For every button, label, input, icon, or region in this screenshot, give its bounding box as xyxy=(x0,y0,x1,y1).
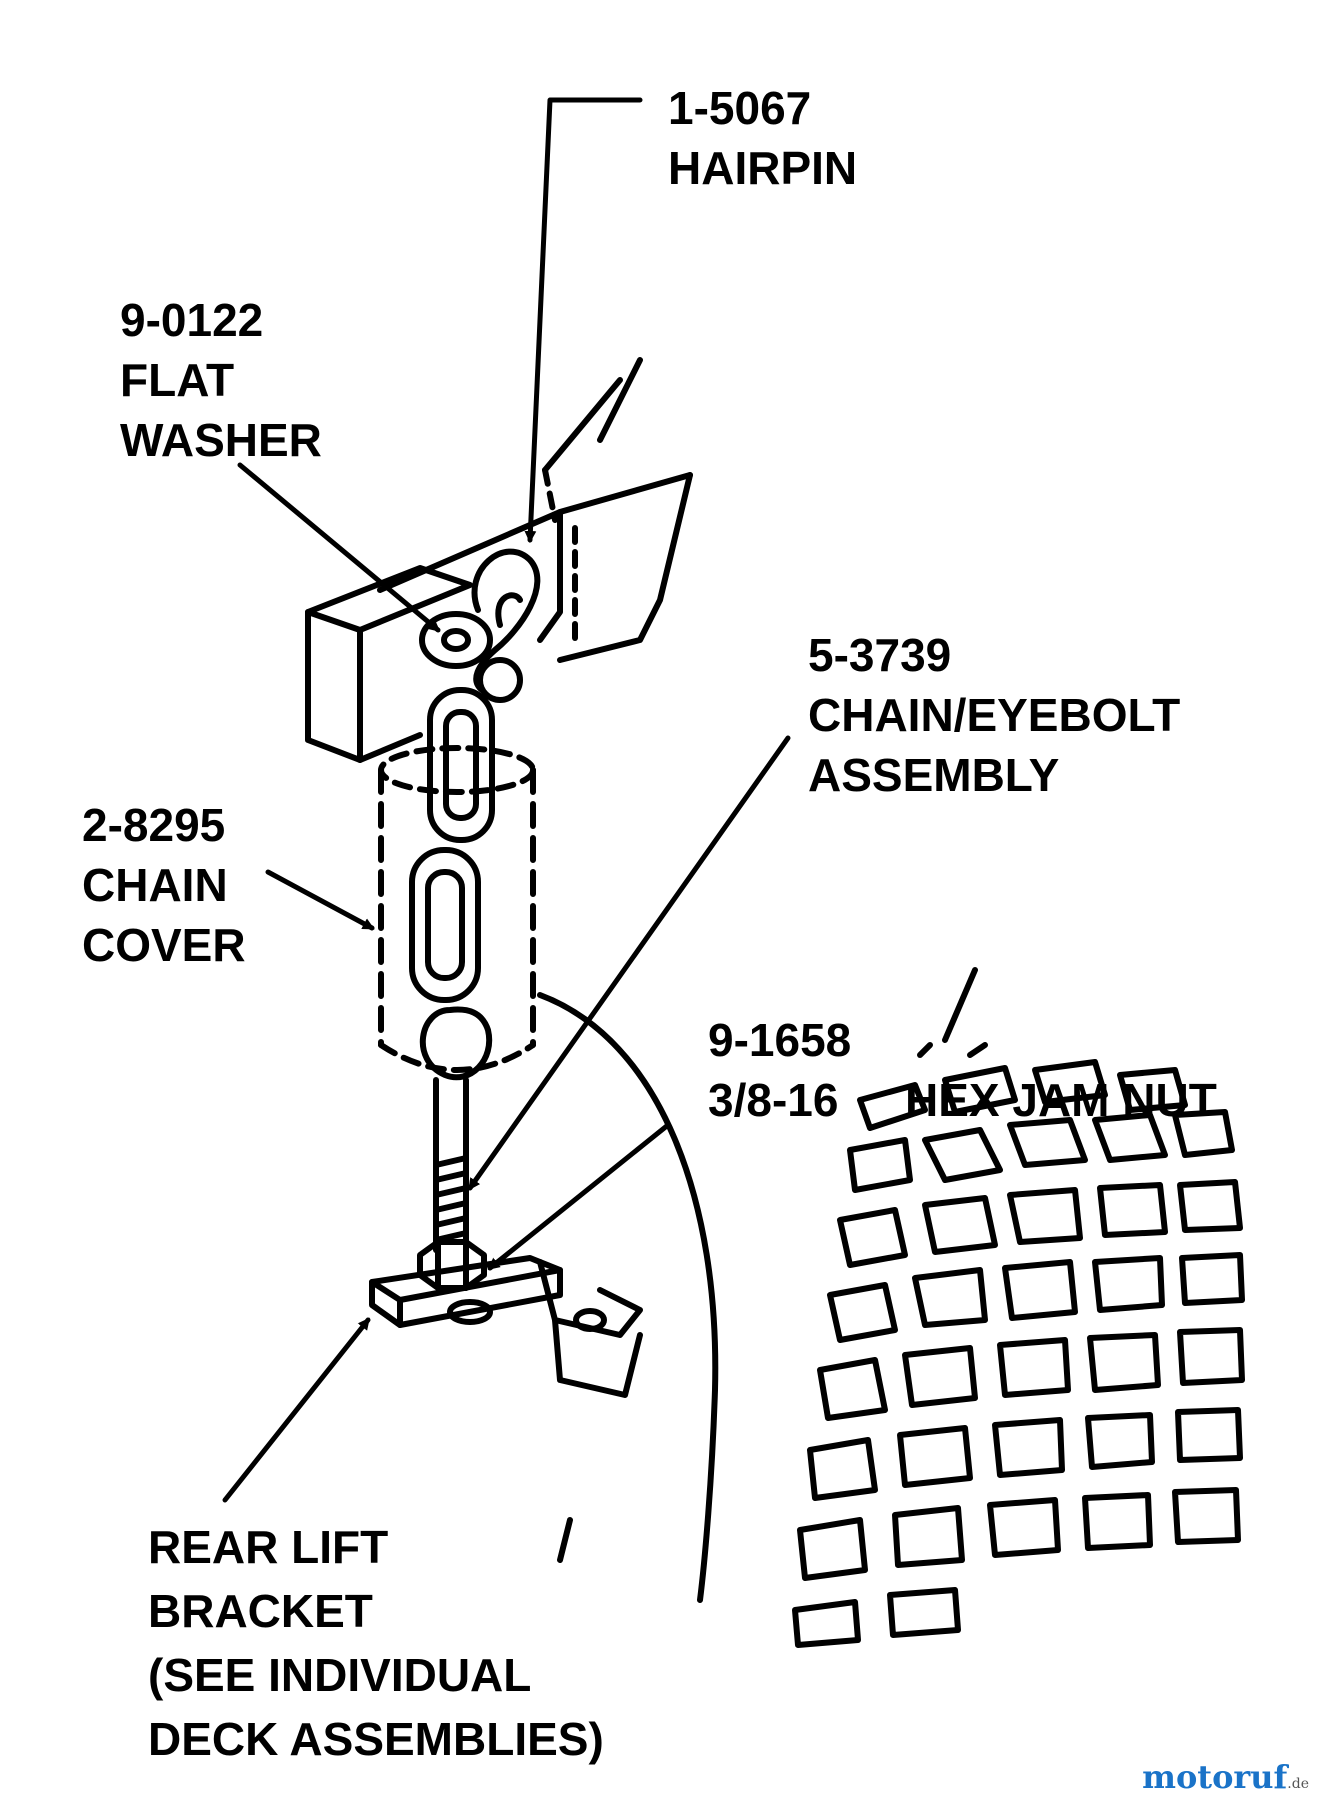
flat-washer-leader xyxy=(237,462,441,633)
hex-jam-nut-leader xyxy=(487,1122,671,1271)
hairpin-part-name: HAIRPIN xyxy=(668,142,858,194)
leader-lines xyxy=(222,97,791,1503)
chain-eyebolt-name-line1: CHAIN/EYEBOLT xyxy=(808,689,1181,741)
label-rear-lift-bracket: REAR LIFT BRACKET (SEE INDIVIDUAL DECK A… xyxy=(148,1515,604,1771)
chain-eyebolt-leader xyxy=(467,735,791,1191)
chain-eyebolt-name-line2: ASSEMBLY xyxy=(808,749,1060,801)
hairpin-part xyxy=(471,548,541,693)
chain-cover-name-line1: CHAIN xyxy=(82,859,228,911)
eyebolt-shank xyxy=(433,1077,469,1253)
flat-washer-part-number: 9-0122 xyxy=(120,294,264,346)
chain-links xyxy=(409,687,495,1081)
label-hex-jam-nut-name: HEX JAM NUT xyxy=(905,1070,1217,1130)
watermark-suffix: .de xyxy=(1287,1776,1309,1792)
hairpin-part-number: 1-5067 xyxy=(668,82,812,134)
flat-washer-name-line1: FLAT xyxy=(120,354,235,406)
label-hairpin: 1-5067 HAIRPIN xyxy=(668,78,857,198)
chain-eyebolt-part-number: 5-3739 xyxy=(808,629,952,681)
chain-cover-part-number: 2-8295 xyxy=(82,799,226,851)
label-hex-jam-nut-part: 9-1658 3/8-16 xyxy=(708,1010,851,1130)
watermark-logo: motoruf.de xyxy=(1142,1758,1309,1796)
deck-frame xyxy=(377,357,693,663)
rear-lift-bracket-leader xyxy=(222,1317,371,1503)
label-chain-cover: 2-8295 CHAIN COVER xyxy=(82,795,246,975)
rear-lift-bracket-line4: DECK ASSEMBLIES) xyxy=(148,1713,604,1765)
flat-washer-name-line2: WASHER xyxy=(120,414,322,466)
deck-curve xyxy=(537,992,719,1603)
chain-cover-part xyxy=(378,745,536,1073)
rear-lift-bracket-line2: BRACKET xyxy=(148,1585,373,1637)
rear-lift-bracket-part xyxy=(369,1255,643,1398)
watermark-text: motoruf xyxy=(1142,1758,1288,1796)
label-chain-eyebolt: 5-3739 CHAIN/EYEBOLT ASSEMBLY xyxy=(808,625,1180,805)
hex-jam-nut-part-number: 9-1658 xyxy=(708,1014,852,1066)
rear-lift-bracket-line1: REAR LIFT xyxy=(148,1521,389,1573)
flat-washer-part xyxy=(419,611,523,703)
hairpin-leader xyxy=(524,97,643,543)
chain-cover-name-line2: COVER xyxy=(82,919,246,971)
hex-jam-nut-size: 3/8-16 xyxy=(708,1074,839,1126)
tire-tread xyxy=(792,967,1245,1648)
chain-cover-leader xyxy=(265,869,375,931)
rear-lift-bracket-line3: (SEE INDIVIDUAL xyxy=(148,1649,532,1701)
hex-jam-nut-name: HEX JAM NUT xyxy=(905,1074,1217,1126)
label-flat-washer: 9-0122 FLAT WASHER xyxy=(120,290,322,470)
